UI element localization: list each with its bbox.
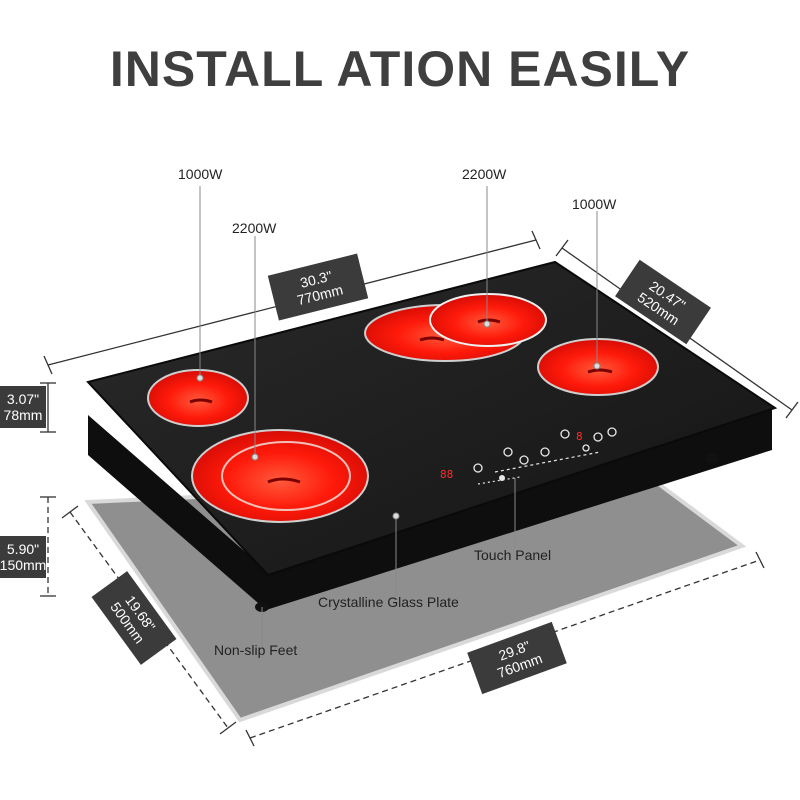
glass-plate-label: Crystalline Glass Plate <box>318 594 459 610</box>
feet-label: Non-slip Feet <box>214 642 298 658</box>
dim-cutout-depth-mm: 150mm <box>0 557 47 573</box>
burner-rear-center <box>364 293 547 362</box>
foot-right <box>705 453 719 463</box>
burner-rear-left <box>147 369 249 427</box>
burner-label-front-left: 2200W <box>232 220 277 236</box>
touch-panel <box>473 427 617 485</box>
burner-label-right: 1000W <box>572 196 617 212</box>
dim-cutout-depth-in: 5.90" <box>6 541 40 557</box>
left-readout: 88 <box>440 468 453 481</box>
page-title: INSTALL ATION EASILY <box>109 41 691 97</box>
burner-label-rear-center: 2200W <box>462 166 507 182</box>
dim-height-in: 3.07" <box>6 391 40 407</box>
dim-height-mm: 78mm <box>3 407 43 423</box>
dim-tag-cutout-depth: 5.90" 150mm <box>0 536 46 578</box>
touch-panel-label: Touch Panel <box>474 547 552 563</box>
burner-front-left <box>191 429 369 523</box>
right-readout: 8 <box>576 430 583 443</box>
dim-tag-height: 3.07" 78mm <box>0 386 46 428</box>
burner-label-rear-left: 1000W <box>178 166 223 182</box>
